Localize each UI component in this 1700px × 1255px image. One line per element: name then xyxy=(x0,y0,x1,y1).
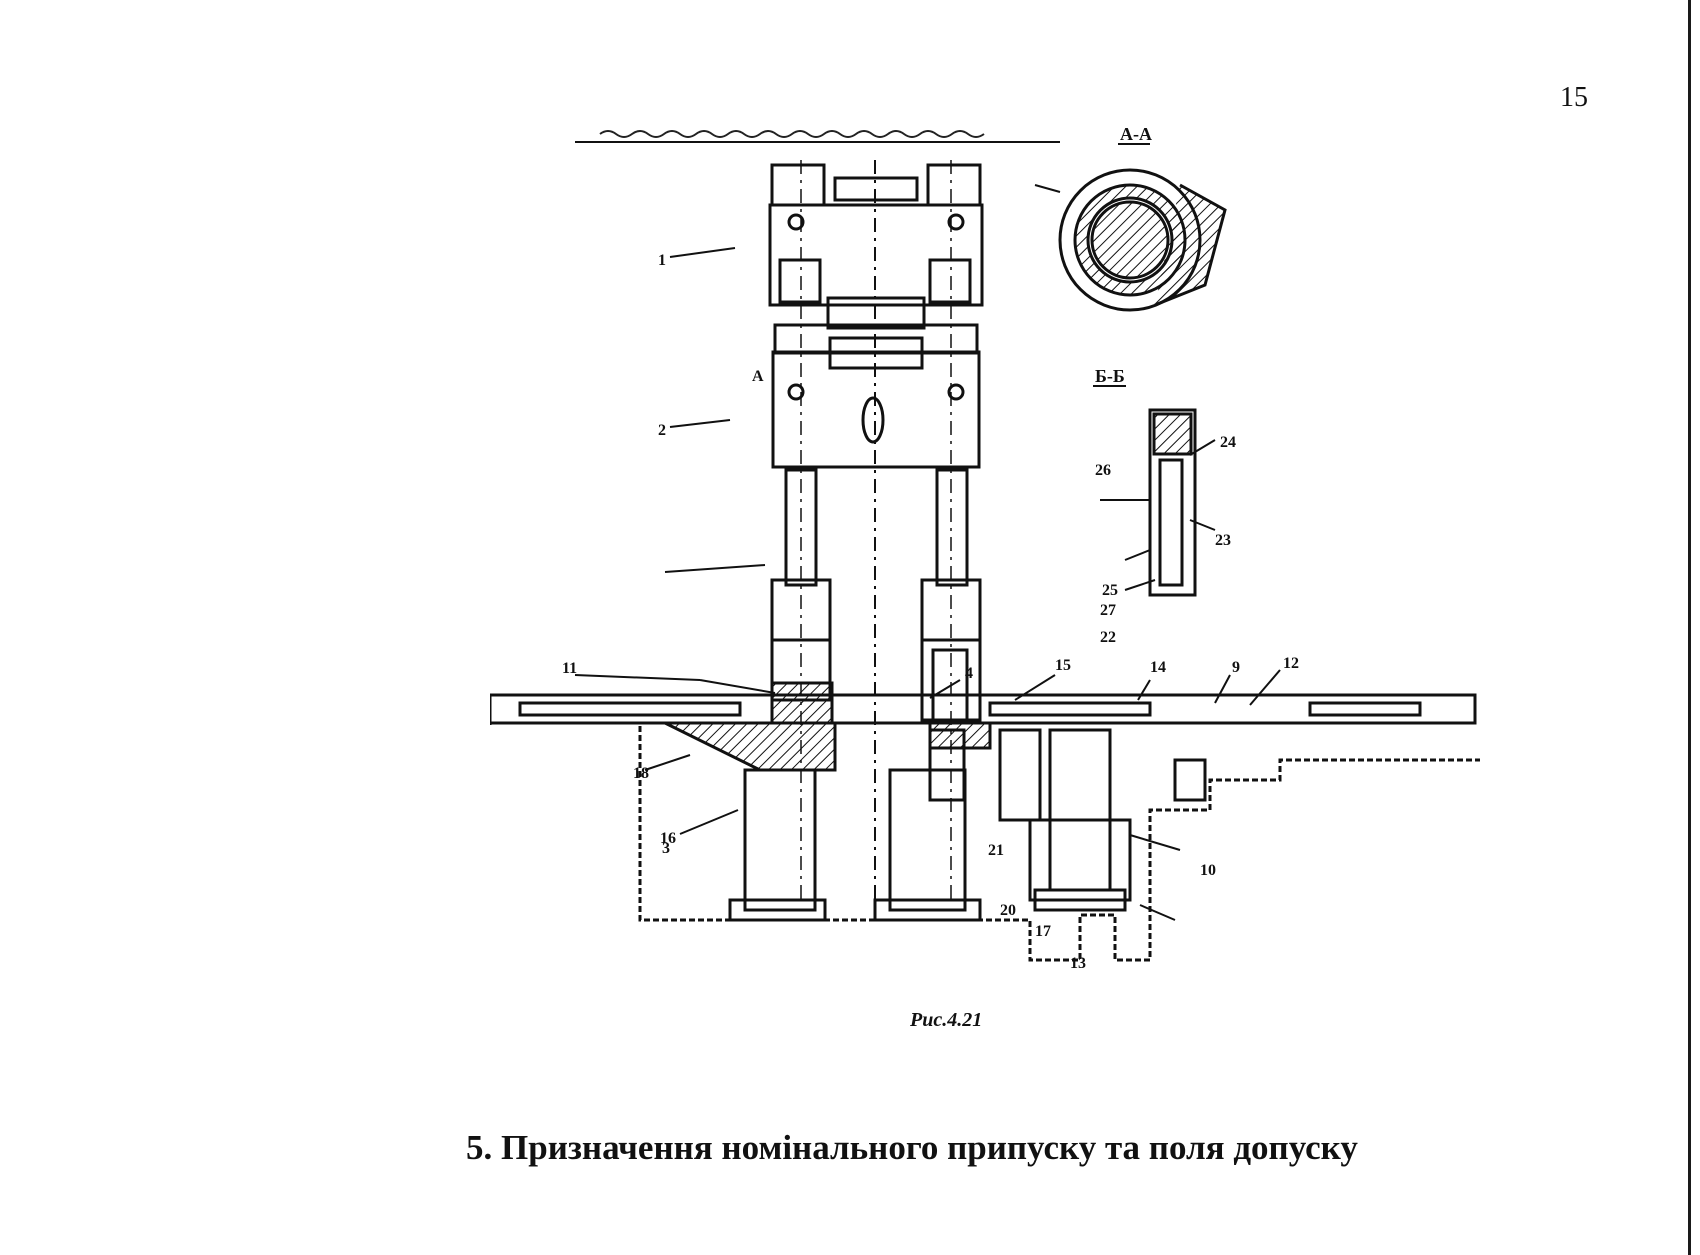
callout-9: 9 xyxy=(1232,659,1240,676)
page-edge-line xyxy=(1688,0,1691,1255)
callout-4: 4 xyxy=(965,665,973,682)
press-table xyxy=(490,681,1477,772)
section-b-b-label: Б-Б xyxy=(1095,366,1125,386)
callout-26: 26 xyxy=(1095,462,1111,479)
callout-12: 12 xyxy=(1283,655,1299,672)
callout-15: 15 xyxy=(1055,657,1071,674)
technical-drawing: А-А Б-Б xyxy=(490,120,1510,1040)
press-base xyxy=(728,728,1207,922)
callout-11: 11 xyxy=(562,660,577,677)
callout-21: 21 xyxy=(988,842,1004,859)
callout-1: 1 xyxy=(658,252,666,269)
section-heading: 5. Призначення номінального припуску та … xyxy=(466,1128,1358,1167)
page-number: 15 xyxy=(1560,82,1588,113)
callout-a: А xyxy=(752,368,764,385)
callout-14: 14 xyxy=(1150,659,1166,676)
section-a-a-view: А-А xyxy=(1034,124,1227,312)
callout-24: 24 xyxy=(1220,434,1236,451)
callout-3: 3 xyxy=(662,840,670,857)
callout-23: 23 xyxy=(1215,532,1231,549)
callout-27: 27 xyxy=(1100,602,1116,619)
callout-16: 16 xyxy=(660,830,676,847)
part-callouts: 1 2 3 4 9 10 11 12 13 14 15 16 17 18 20 … xyxy=(562,252,1299,972)
callout-13: 13 xyxy=(1070,955,1086,972)
section-a-a-label: А-А xyxy=(1120,124,1152,144)
callout-10: 10 xyxy=(1200,862,1216,879)
leader-lines xyxy=(574,247,1281,921)
callout-22: 22 xyxy=(1100,629,1116,646)
drawing-title-scribble xyxy=(575,130,1060,143)
press-body xyxy=(768,160,984,900)
callout-18: 18 xyxy=(633,765,649,782)
callout-25: 25 xyxy=(1102,582,1118,599)
callout-2: 2 xyxy=(658,422,666,439)
callout-17: 17 xyxy=(1035,923,1051,940)
callout-20: 20 xyxy=(1000,902,1016,919)
foundation-pit xyxy=(490,695,1480,962)
section-b-b-view: Б-Б xyxy=(1093,366,1197,597)
drawing-canvas: А-А Б-Б xyxy=(490,124,1480,1031)
figure-caption: Рис.4.21 xyxy=(909,1009,982,1031)
